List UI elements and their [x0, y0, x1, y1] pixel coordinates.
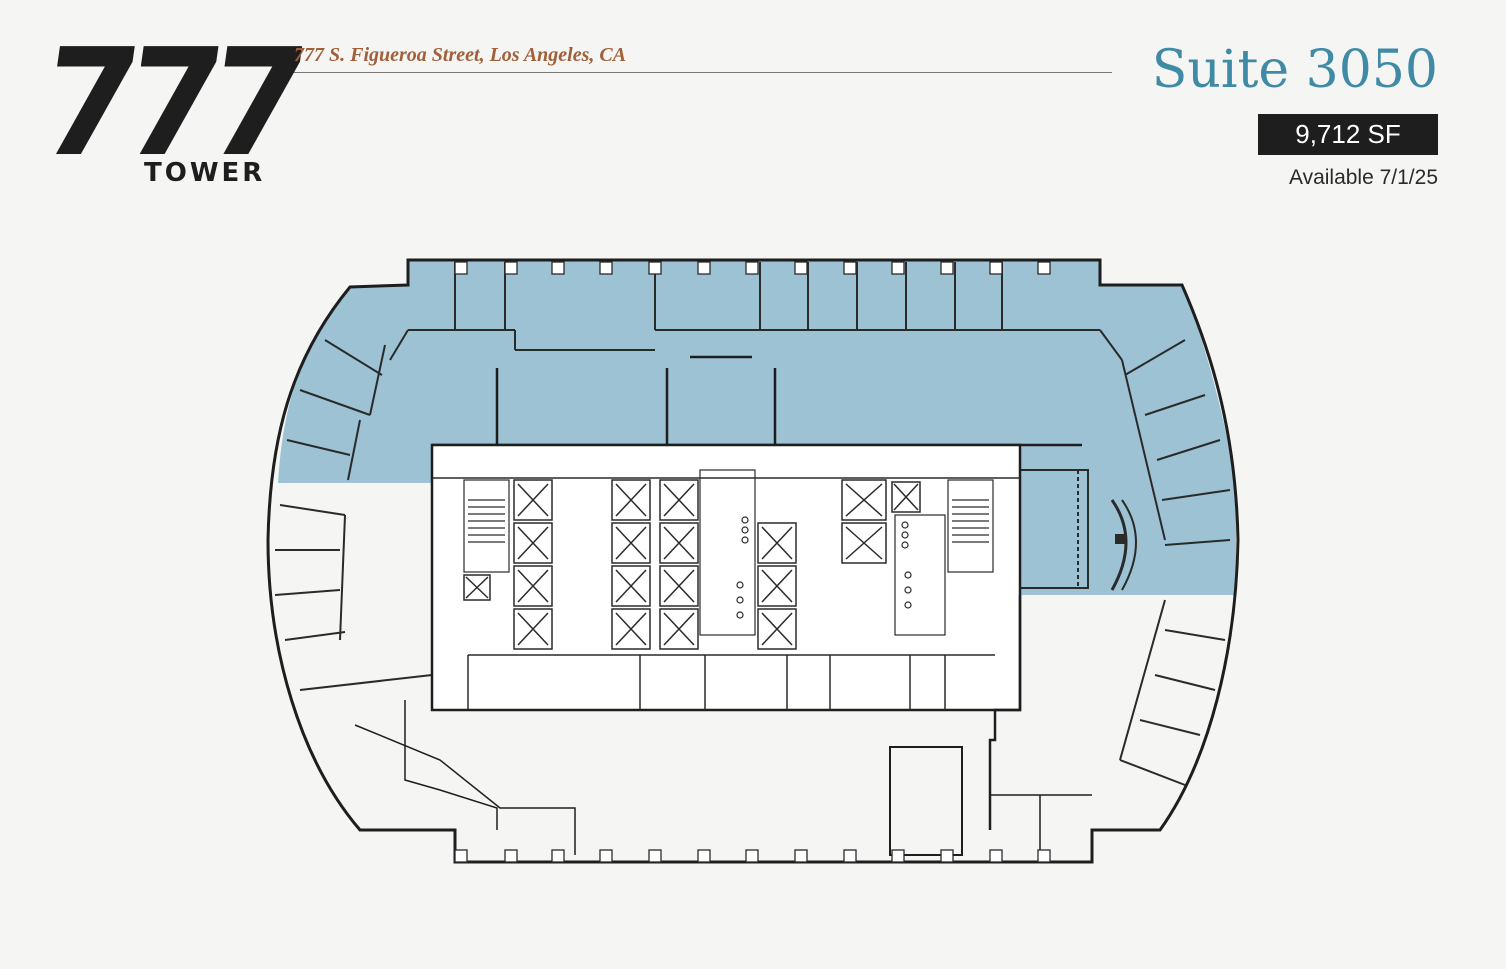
building-address: 777 S. Figueroa Street, Los Angeles, CA: [294, 44, 627, 66]
address-divider: [294, 72, 1112, 73]
elevator-bank-center: [611, 479, 699, 650]
lower-floor-walls: [354, 595, 1092, 860]
suite-highlight[interactable]: [278, 260, 1236, 595]
building-perimeter: [266, 258, 1240, 864]
logo-subtitle: TOWER: [144, 158, 266, 188]
elevator-bank-east: [463, 479, 921, 650]
columns: [454, 261, 1051, 863]
building-core: [430, 443, 1022, 712]
stairwell-west: [463, 479, 510, 573]
suite-title: Suite 3050: [1151, 40, 1438, 100]
elevator-bank-west: [513, 479, 553, 650]
restrooms: [699, 469, 946, 636]
right-offices: [1119, 339, 1231, 786]
lower-core-rooms: [467, 654, 995, 710]
area-badge: 9,712 SF: [1258, 114, 1438, 155]
elevator-bank: [463, 479, 921, 650]
stairwell-east: [947, 479, 994, 573]
tower-logo: 777 TOWER: [31, 17, 306, 198]
availability-date: Available 7/1/25: [1288, 166, 1438, 189]
